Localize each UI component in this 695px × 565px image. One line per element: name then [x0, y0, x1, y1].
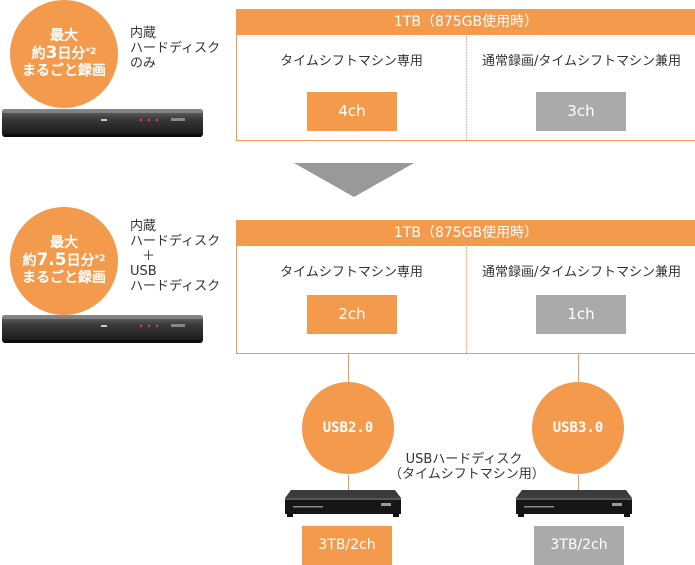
bottom-panel-header: 1TB（875GB使用時）	[237, 221, 695, 246]
bottom-circle-note: *2	[94, 254, 106, 264]
usb-left-capacity-badge: 3TB/2ch	[302, 526, 392, 565]
bottom-panel-left-col: タイムシフトマシン専用 2ch	[237, 247, 466, 353]
bottom-right-channel-badge: 1ch	[536, 295, 626, 334]
top-right-channel-badge: 3ch	[536, 92, 626, 131]
top-circle-note: *2	[85, 47, 97, 57]
top-circle-pre: 約	[31, 46, 46, 62]
usb-hdd-caption: USBハードディスク （タイムシフトマシン用）	[389, 452, 545, 482]
usb-left-connector	[348, 475, 349, 495]
bottom-circle-line3: まるごと録画	[22, 270, 106, 286]
bottom-desc-line: ハードディスク	[130, 279, 221, 294]
top-desc-line: のみ	[130, 56, 157, 71]
bottom-desc-line: 内蔵	[130, 219, 157, 234]
top-desc-line: ハードディスク	[130, 41, 221, 56]
top-panel-left-col: タイムシフトマシン専用 4ch	[237, 36, 466, 140]
top-circle-line1: 最大	[50, 28, 78, 44]
top-description: 内蔵 ハードディスク のみ	[130, 26, 220, 71]
bottom-circle-line1: 最大	[50, 235, 78, 251]
bottom-desc-line: ＋	[142, 249, 156, 264]
usb-right-connector	[578, 475, 579, 495]
top-right-title: 通常録画/タイムシフトマシン兼用	[481, 54, 682, 69]
top-storage-panel: 1TB（875GB使用時） タイムシフトマシン専用 4ch 通常録画/タイムシフ…	[236, 9, 695, 141]
recorder-icon	[2, 315, 203, 343]
top-circle-num: 3	[45, 43, 58, 63]
bottom-circle-post: 日分	[66, 253, 95, 269]
bottom-description: 内蔵 ハードディスク ＋ USB ハードディスク	[130, 219, 220, 294]
top-circle-post: 日分	[57, 46, 86, 62]
usb-hdd-icon	[285, 490, 401, 517]
usb-caption-line: USBハードディスク	[405, 452, 523, 467]
bottom-capacity-circle: 最大 約7.5日分*2 まるごと録画	[10, 207, 118, 315]
bottom-storage-panel: 1TB（875GB使用時） タイムシフトマシン専用 2ch 通常録画/タイムシフ…	[236, 220, 695, 354]
top-panel-right-col: 通常録画/タイムシフトマシン兼用 3ch	[466, 36, 695, 140]
top-circle-line3: まるごと録画	[22, 63, 106, 79]
usb-left-connector	[348, 353, 349, 385]
bottom-desc-line: USB	[130, 264, 157, 279]
bottom-circle-num: 7.5	[36, 250, 67, 270]
top-left-channel-badge: 4ch	[307, 92, 397, 131]
usb-caption-line: （タイムシフトマシン用）	[389, 467, 545, 482]
usb-right-badge: USB3.0	[532, 382, 624, 474]
bottom-circle-line2: 約7.5日分*2	[22, 252, 105, 270]
top-left-title: タイムシフトマシン専用	[280, 54, 423, 69]
bottom-circle-pre: 約	[22, 253, 37, 269]
recorder-icon	[2, 109, 203, 137]
usb-right-capacity-badge: 3TB/2ch	[534, 526, 624, 565]
down-arrow-icon	[294, 163, 414, 197]
bottom-left-channel-badge: 2ch	[307, 295, 397, 334]
top-capacity-circle: 最大 約3日分*2 まるごと録画	[10, 0, 118, 108]
usb-hdd-icon	[516, 490, 632, 517]
usb-right-connector	[578, 353, 579, 385]
bottom-right-title: 通常録画/タイムシフトマシン兼用	[481, 265, 682, 280]
usb-left-badge: USB2.0	[302, 382, 394, 474]
bottom-desc-line: ハードディスク	[130, 234, 221, 249]
bottom-left-title: タイムシフトマシン専用	[280, 265, 423, 280]
bottom-panel-right-col: 通常録画/タイムシフトマシン兼用 1ch	[466, 247, 695, 353]
top-desc-line: 内蔵	[130, 26, 157, 41]
top-panel-header: 1TB（875GB使用時）	[237, 10, 695, 35]
top-circle-line2: 約3日分*2	[32, 45, 97, 63]
